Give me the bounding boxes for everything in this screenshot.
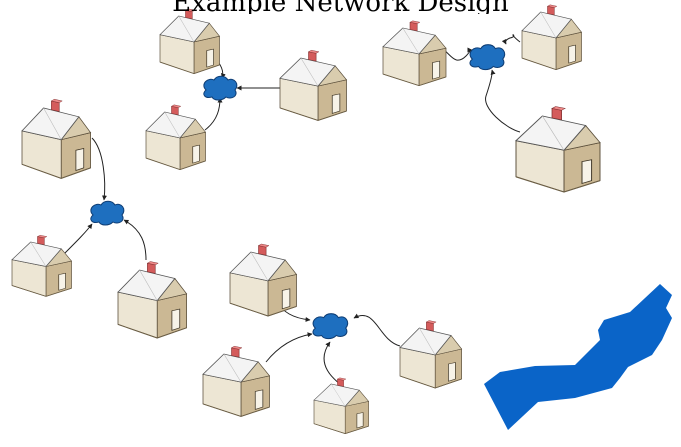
network-cloud-top-right [469,44,506,71]
house [515,105,601,193]
house [21,98,92,179]
link [204,97,223,131]
house [117,260,188,339]
house [159,8,221,75]
link [265,332,313,363]
link [123,219,147,261]
house [399,319,463,389]
house [382,20,447,87]
house [313,377,370,435]
river [484,284,672,430]
link [485,69,521,133]
links-bottom [265,301,401,385]
title-strip: Example Network Design [0,0,681,14]
house [279,49,348,121]
network-cloud-bottom [312,313,349,340]
house [202,345,271,417]
house [229,243,298,317]
house [145,104,207,171]
link [501,34,521,45]
house [521,4,583,71]
house [11,234,73,297]
link [91,137,107,201]
network-cloud-left [90,200,125,226]
link [323,341,341,385]
diagram-title: Example Network Design [0,0,681,14]
link [353,313,401,347]
network-cloud-top-left [203,75,238,101]
